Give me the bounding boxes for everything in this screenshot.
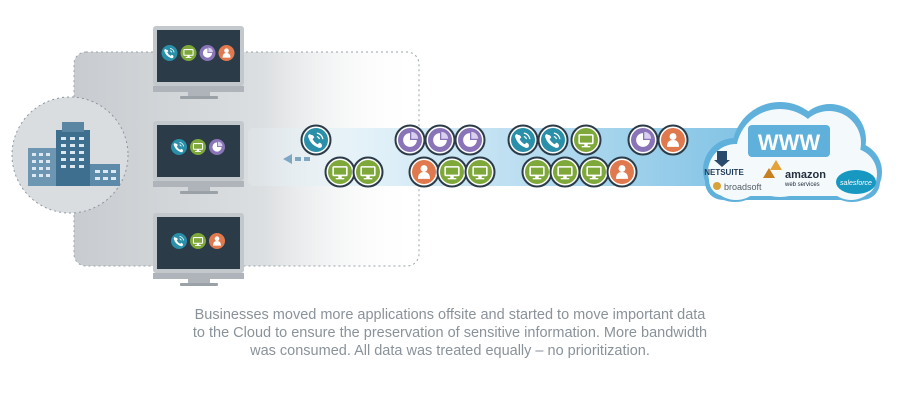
phone-icon	[171, 233, 187, 249]
person-icon	[218, 45, 235, 61]
caption: Businesses moved more applications offsi…	[100, 306, 800, 360]
office-panel	[73, 51, 420, 267]
screen-icon	[549, 156, 581, 188]
pie-icon	[199, 45, 216, 61]
phone-icon	[537, 124, 569, 156]
screen-icon	[436, 156, 468, 188]
salesforce-logo: salesforce	[836, 170, 876, 194]
screen-icon	[352, 156, 384, 188]
netsuite-logo: NETSUITE	[704, 151, 744, 177]
stream-top-row	[300, 124, 689, 156]
svg-text:broadsoft: broadsoft	[724, 182, 762, 192]
person-icon	[606, 156, 638, 188]
caption-line-3: was consumed. All data was treated equal…	[250, 343, 650, 359]
office-building	[11, 96, 129, 214]
svg-text:NETSUITE: NETSUITE	[704, 168, 744, 177]
monitor-2	[153, 121, 244, 194]
screen-icon	[570, 124, 602, 156]
screen-icon	[578, 156, 610, 188]
phone-icon	[507, 124, 539, 156]
phone-icon	[161, 45, 178, 61]
screen-icon	[324, 156, 356, 188]
pie-icon	[424, 124, 456, 156]
svg-text:amazon: amazon	[785, 169, 826, 181]
stream-arrow-icon	[283, 154, 310, 164]
person-icon	[408, 156, 440, 188]
svg-text:salesforce: salesforce	[840, 180, 872, 187]
amazon-logo: amazon web services	[763, 160, 826, 188]
pie-icon	[627, 124, 659, 156]
svg-text:web services: web services	[784, 182, 820, 188]
person-icon	[657, 124, 689, 156]
screen-icon	[521, 156, 553, 188]
pie-icon	[209, 139, 225, 155]
pie-icon	[394, 124, 426, 156]
monitor-3	[153, 213, 244, 286]
screen-icon	[180, 45, 197, 61]
monitor-1	[153, 26, 244, 99]
screen-icon	[190, 139, 206, 155]
pie-icon	[454, 124, 486, 156]
cloud-www-label: WWW	[758, 130, 821, 155]
broadsoft-logo: broadsoft	[713, 182, 762, 192]
screen-icon	[190, 233, 206, 249]
cloud-icon: WWW NETSUITE broadsoft amazon web servic…	[703, 102, 882, 202]
caption-line-2: to the Cloud to ensure the preservation …	[192, 325, 708, 341]
stream-bottom-row	[324, 156, 638, 188]
phone-icon	[171, 139, 187, 155]
person-icon	[209, 233, 225, 249]
caption-line-1: Businesses moved more applications offsi…	[194, 307, 706, 323]
phone-icon	[300, 124, 332, 156]
screen-icon	[464, 156, 496, 188]
